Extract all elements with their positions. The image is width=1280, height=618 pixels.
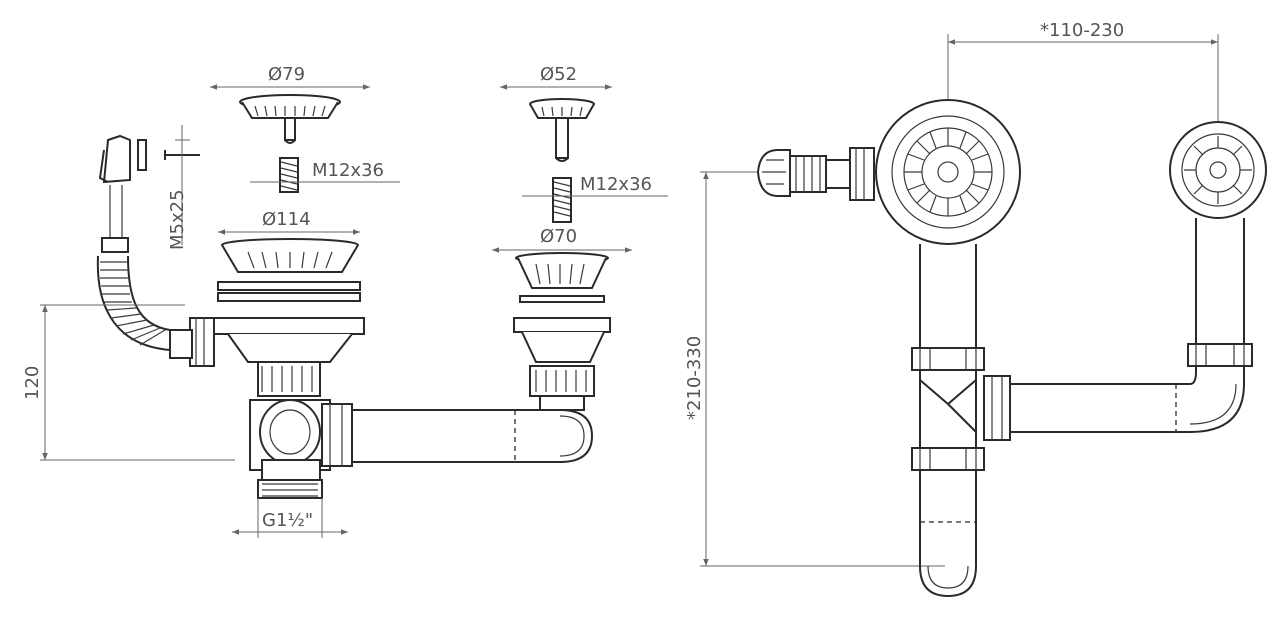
overflow-screw-label: M5x25 (167, 189, 188, 250)
small-sink-flange (513, 252, 611, 411)
large-strainer-basket (239, 94, 341, 144)
side-secondary-drain (1187, 218, 1253, 384)
thread-label: G1½" (262, 510, 313, 531)
dim-79-label: Ø79 (268, 64, 305, 85)
screw-large-label: M12x36 (312, 160, 384, 181)
dim-114-label: Ø114 (262, 209, 311, 230)
side-view: *110-230 *210-330 (684, 20, 1267, 598)
front-view: M5x25 120 Ø79 M12x36 (22, 64, 668, 538)
side-main-drain (911, 244, 985, 598)
large-screw (279, 157, 299, 193)
large-sink-flange (211, 238, 365, 397)
dim-70-label: Ø70 (540, 226, 577, 247)
small-strainer-basket (529, 98, 595, 162)
screw-small-label: M12x36 (580, 174, 652, 195)
side-small-strainer (1169, 121, 1267, 219)
dim-height-label: *210-330 (684, 336, 705, 420)
overflow-connector-nut (169, 317, 215, 367)
connection-pipe (321, 403, 594, 467)
side-overflow-outlet (756, 147, 875, 201)
small-screw (552, 177, 572, 223)
bottle-trap (249, 399, 331, 499)
dim-120-label: 120 (22, 366, 43, 400)
overflow-hose (96, 125, 200, 351)
side-connection-pipe (983, 371, 1245, 441)
dim-52-label: Ø52 (540, 64, 577, 85)
side-large-strainer (875, 99, 1021, 245)
dim-spacing-label: *110-230 (1040, 20, 1124, 41)
